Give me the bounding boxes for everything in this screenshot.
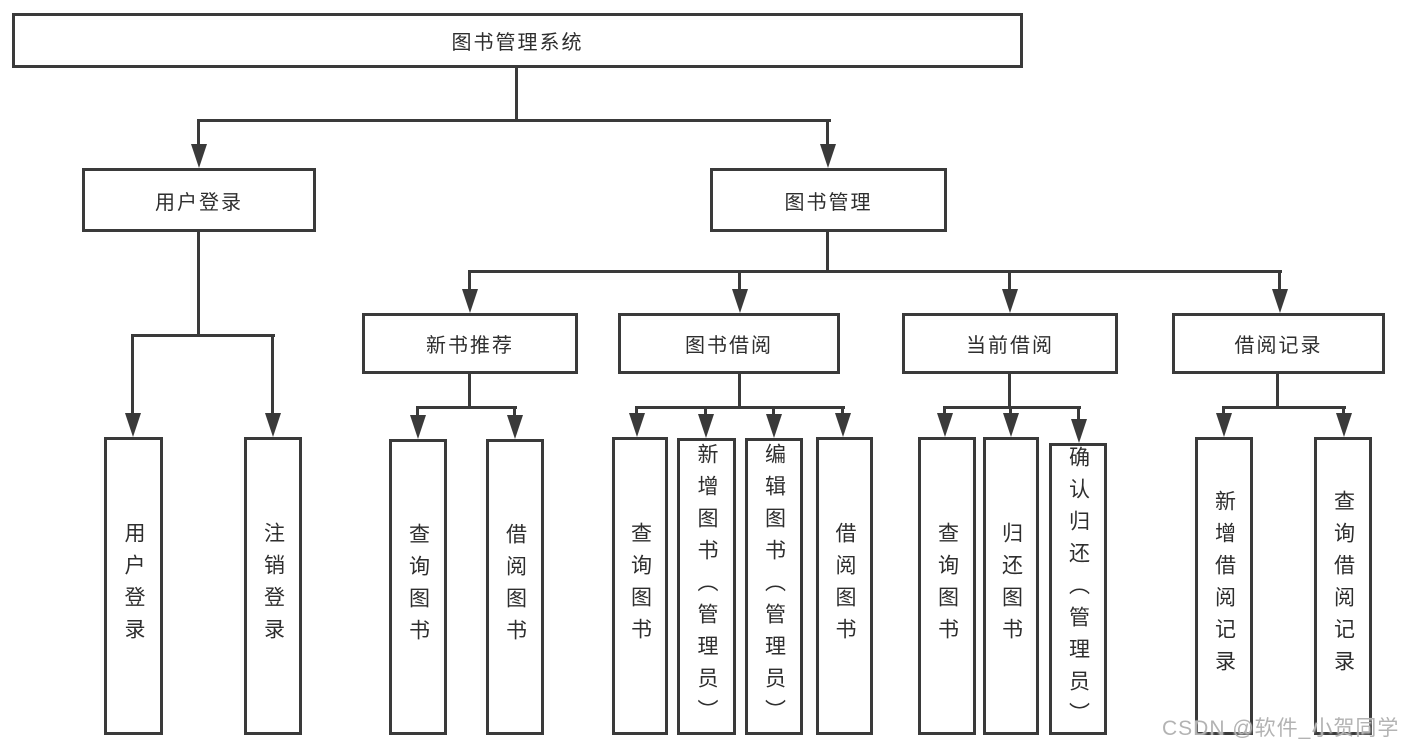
connector-line: [1222, 406, 1225, 419]
connector-line: [1077, 406, 1080, 425]
connector-line: [131, 334, 275, 337]
connector-line: [943, 406, 946, 419]
connector-line: [197, 119, 200, 150]
arrow-down-icon: [629, 413, 645, 437]
connector-line: [1222, 406, 1346, 409]
connector-line: [271, 334, 274, 419]
connector-line: [468, 270, 471, 295]
arrow-down-icon: [1216, 413, 1232, 437]
leaf-query-borrow-record: 查询借阅记录: [1314, 437, 1372, 735]
arrow-down-icon: [937, 413, 953, 437]
connector-line: [1342, 406, 1345, 419]
arrow-down-icon: [1003, 413, 1019, 437]
connector-line: [635, 406, 845, 409]
node-book-borrow: 图书借阅: [618, 313, 840, 374]
arrow-down-icon: [191, 144, 207, 168]
connector-line: [772, 406, 775, 419]
connector-line: [197, 232, 200, 337]
leaf-borrow-books-recommend: 借阅图书: [486, 439, 544, 735]
arrow-down-icon: [1071, 419, 1087, 443]
connector-line: [468, 374, 471, 409]
connector-line: [198, 119, 831, 122]
arrow-down-icon: [698, 414, 714, 438]
leaf-confirm-return-admin: 确认归还（管理员）: [1049, 443, 1107, 735]
connector-line: [131, 334, 134, 419]
arrow-down-icon: [410, 415, 426, 439]
leaf-edit-books-admin: 编辑图书（管理员）: [745, 438, 803, 735]
leaf-query-books-current: 查询图书: [918, 437, 976, 735]
arrow-down-icon: [835, 413, 851, 437]
node-book-management: 图书管理: [710, 168, 947, 232]
connector-line: [826, 232, 829, 273]
arrow-down-icon: [732, 289, 748, 313]
node-current-borrow: 当前借阅: [902, 313, 1118, 374]
leaf-return-books: 归还图书: [983, 437, 1039, 735]
connector-line: [515, 68, 518, 122]
connector-line: [416, 406, 517, 409]
connector-line: [1008, 270, 1011, 295]
csdn-watermark: CSDN @软件_小贺同学: [1162, 717, 1400, 740]
connector-line: [704, 406, 707, 419]
connector-line: [738, 374, 741, 409]
arrow-down-icon: [507, 415, 523, 439]
connector-line: [1278, 270, 1281, 295]
connector-line: [513, 406, 516, 419]
node-borrow-records: 借阅记录: [1172, 313, 1385, 374]
connector-line: [826, 119, 829, 150]
connector-line: [1008, 374, 1011, 409]
connector-line: [1276, 374, 1279, 409]
leaf-query-books-borrow: 查询图书: [612, 437, 668, 735]
leaf-add-books-admin: 新增图书（管理员）: [677, 438, 736, 735]
arrow-down-icon: [1272, 289, 1288, 313]
leaf-user-login: 用户登录: [104, 437, 163, 735]
leaf-logout: 注销登录: [244, 437, 302, 735]
node-library-system: 图书管理系统: [12, 13, 1023, 68]
connector-line: [635, 406, 638, 419]
connector-line: [416, 406, 419, 419]
arrow-down-icon: [1002, 289, 1018, 313]
leaf-add-borrow-record: 新增借阅记录: [1195, 437, 1253, 735]
connector-line: [1009, 406, 1012, 419]
arrow-down-icon: [125, 413, 141, 437]
arrow-down-icon: [766, 414, 782, 438]
node-new-book-recommend: 新书推荐: [362, 313, 578, 374]
leaf-borrow-books: 借阅图书: [816, 437, 873, 735]
arrow-down-icon: [462, 289, 478, 313]
arrow-down-icon: [265, 413, 281, 437]
connector-line: [943, 406, 1081, 409]
node-user-login: 用户登录: [82, 168, 316, 232]
arrow-down-icon: [820, 144, 836, 168]
arrow-down-icon: [1336, 413, 1352, 437]
connector-line: [468, 270, 1282, 273]
leaf-query-books-recommend: 查询图书: [389, 439, 447, 735]
connector-line: [841, 406, 844, 419]
connector-line: [738, 270, 741, 295]
